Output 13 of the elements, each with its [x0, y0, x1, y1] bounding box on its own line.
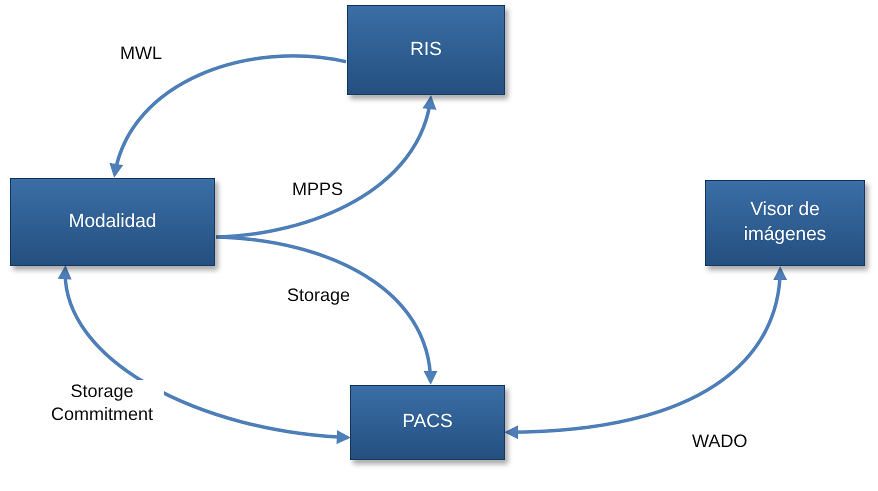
- process-box: [350, 385, 505, 460]
- node-label: PACS: [402, 410, 453, 434]
- arrow: [59, 265, 351, 444]
- arrow: [504, 266, 786, 439]
- process-box: [10, 178, 215, 266]
- arrow: [216, 95, 436, 239]
- process-box: [347, 5, 505, 95]
- arrow: [216, 235, 436, 385]
- process-box: [705, 180, 865, 266]
- node-label: Modalidad: [68, 210, 156, 234]
- arrow: [110, 54, 346, 178]
- node-label: Visor de imágenes: [742, 198, 828, 247]
- node-label: RIS: [410, 38, 442, 62]
